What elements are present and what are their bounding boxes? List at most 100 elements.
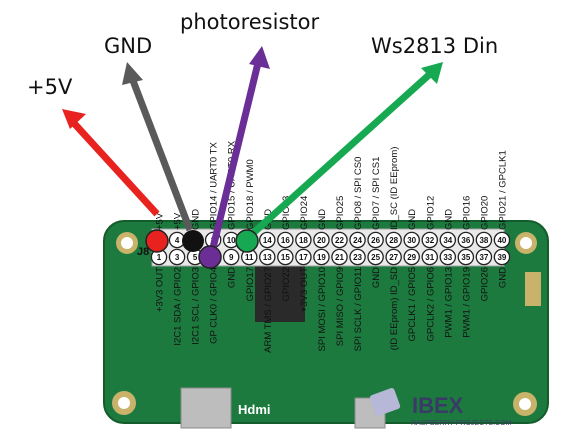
pin-label: +3V3 OUT [299,267,310,312]
pin-label: GND [407,209,418,230]
pin-number: 36 [461,236,470,245]
pin-label: GPIO16 [461,196,472,230]
pin-number: 13 [263,253,272,262]
pin-number: 34 [443,236,452,245]
pin-label: +3V3 OUT [155,267,166,312]
bottom-row-labels: +3V3 OUT I2C1 SDA / GPIO2 I2C1 SCL / GPIO3… [155,267,509,353]
header-pin [475,231,493,249]
logo-mark [369,388,401,416]
header-pin [222,248,240,266]
pin-number: 40 [497,236,506,245]
pin-number: 10 [227,236,236,245]
pin-label: +5V [155,212,166,230]
pin-label: GND [497,267,508,288]
pin-label: GND [317,209,328,230]
header-pin [403,248,420,266]
pin-number: 31 [425,253,434,262]
chip [255,262,305,322]
pin-number: 28 [389,236,398,245]
pin-label: GPIO14 / UART0 TX [209,142,220,230]
header-pin [493,248,511,266]
pin-number: 38 [479,236,488,245]
header-pin [313,248,330,266]
mount-hole [118,397,130,409]
header-pin [331,248,348,266]
pin-label: GPIO12 [425,196,436,230]
board-body [103,220,549,424]
header-pin [313,231,330,249]
pin-number: 35 [461,253,470,262]
pin-number: 19 [317,253,326,262]
pin-label: SPI MOSI / GPIO10 [317,267,328,351]
pin-number: 1 [157,253,162,262]
pin-number: 11 [245,253,254,262]
pin-label: I2C1 SCL / GPIO3 [191,267,202,345]
arrowhead-gnd [122,62,143,85]
arrowhead-ws2813 [421,62,443,84]
header-pin [277,231,294,249]
pin-number: 17 [299,253,308,262]
pin-label: I2C1 SDA / GPIO2 [173,267,184,346]
header-pin [349,248,366,266]
hdmi-label: Hdmi [238,402,271,417]
pin-number: 21 [335,253,344,262]
pin-label: GND [443,209,454,230]
chip-small [525,272,541,306]
pin-number: 39 [497,253,506,262]
pin-label: GPIO20 [479,196,490,230]
connector-label: J8 [137,246,149,258]
highlight-pin-ws2813 [235,229,259,253]
callout-5v: +5V [27,75,73,99]
pin-label: ARM TMS / GPIO27 [263,267,274,353]
pin-label: (ID EEprom) ID_SD [389,267,400,351]
pin-label: ID_SC (ID EEprom) [389,147,400,230]
pin-label: GPIO23 [281,196,292,230]
pin-label: GP CLK0 / GPIO4 [209,267,220,344]
pin-number: 20 [317,236,326,245]
callout-arrows [62,46,443,253]
header-pin [367,248,384,266]
header-pin [475,248,493,266]
pin-label: PWM1 / GPIO19 [461,267,472,338]
pin-number: 23 [353,253,362,262]
pin-label: GPIO17 [245,267,256,301]
pin-number: 15 [281,253,290,262]
pin-number: 3 [175,253,180,262]
pin-label: GND [227,267,238,288]
pin-number: 29 [407,253,416,262]
arrow-photoresistor [208,62,262,253]
arrow-5v [69,118,160,217]
pin-label: GPIO7 / SPI CS1 [371,157,382,230]
callout-ws2813: Ws2813 Din [371,34,499,58]
pin-number: 14 [263,236,272,245]
header-pin [168,248,186,266]
pin-number: 22 [335,236,344,245]
pin-label: SPI MISO / GPIO9 [335,267,346,346]
pin-number: 25 [371,253,380,262]
arrowhead-photoresistor [249,46,270,69]
header-pin [457,248,475,266]
pin-label: SPI SCLK / GPIO11 [353,267,364,351]
pin-number: 33 [443,253,452,262]
hdmi-connector [180,387,232,429]
pin-number: 32 [425,236,434,245]
arrow-ws2813 [248,71,433,238]
ibex-logo: IBEX RASPBERRY-PROJECTS.COM [369,388,512,427]
header-pin [421,231,438,249]
arrowhead-5v [62,109,86,129]
header-pin [349,231,366,249]
pin-number: 4 [175,236,180,245]
pin-label: GPIO22 [281,267,292,301]
pin-label: GPIO18 / PWM0 [245,159,256,230]
pin-number: 27 [389,253,398,262]
pin-number: 24 [353,236,362,245]
header-pin [259,231,276,249]
mount-holes [112,232,537,416]
pin-label: GPIO8 / SPI CS0 [353,157,364,230]
pin-label: GPIO24 [299,196,310,230]
pin-label: GND [191,209,202,230]
header-pin [439,231,457,249]
header-pin [457,231,475,249]
brand-url: RASPBERRY-PROJECTS.COM [411,420,512,427]
header-pin [259,248,276,266]
